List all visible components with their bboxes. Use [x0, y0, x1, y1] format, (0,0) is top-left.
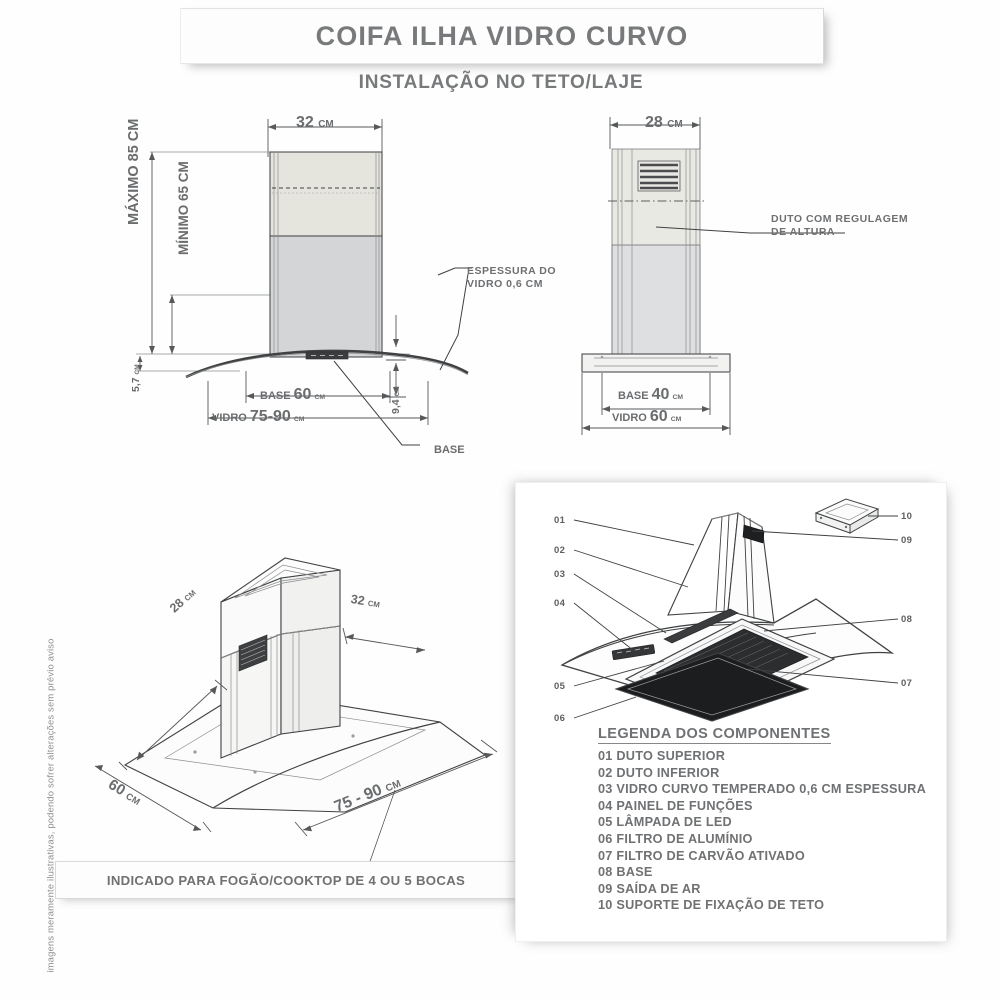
glass-edge-leader-line [439, 273, 469, 371]
dim-width-28 [609, 117, 701, 149]
side-elevation-drawing [581, 117, 845, 435]
legend-item: 05 LÂMPADA DE LED [598, 815, 732, 830]
label-glass-drop-94: 9,4 CM [390, 386, 402, 414]
dim-base-60 [245, 371, 391, 403]
dim-iso-32 [342, 627, 426, 654]
suitability-banner: INDICADO PARA FOGÃO/COOKTOP DE 4 OU 5 BO… [55, 861, 517, 899]
iso-vent-grille [238, 634, 268, 672]
isometric-drawing [94, 557, 498, 871]
legend-item: 10 SUPORTE DE FIXAÇÃO DE TETO [598, 898, 825, 913]
label-base-60: BASE 60 CM [260, 386, 326, 403]
callout-04: 04 [554, 598, 566, 609]
legend-item: 04 PAINEL DE FUNÇÕES [598, 798, 753, 813]
label-side-base-40: BASE 40 CM [618, 386, 684, 403]
dim-iso-28 [136, 679, 228, 761]
label-min-height: MÍNIMO 65 CM [176, 161, 191, 255]
iso-lower-duct-right [280, 625, 341, 735]
exploded-upper-duct [667, 512, 739, 616]
base-leader-line [333, 360, 420, 446]
front-elevation-drawing [136, 119, 472, 446]
callout-07: 07 [901, 678, 913, 689]
title-card: COIFA ILHA VIDRO CURVO [180, 8, 824, 64]
dim-iso-60 [94, 761, 212, 833]
dim-side-base-40 [601, 373, 711, 415]
side-base-plate [581, 353, 731, 373]
label-height-57: 5,7 CM [130, 364, 142, 392]
callout-09: 09 [901, 535, 913, 546]
callout-02: 02 [554, 545, 566, 556]
dim-min-65 [169, 295, 175, 354]
callout-01: 01 [554, 515, 566, 526]
callout-03: 03 [554, 569, 566, 580]
legend-item: 07 FILTRO DE CARVÃO ATIVADO [598, 848, 805, 863]
legend-item: 03 VIDRO CURVO TEMPERADO 0,6 CM ESPESSUR… [598, 782, 926, 797]
exploded-view-drawing [560, 498, 899, 722]
callout-10: 10 [901, 511, 913, 522]
exploded-led-strip [663, 608, 739, 644]
upper-duct [269, 151, 383, 237]
legend-list: 01 DUTO SUPERIOR 02 DUTO INFERIOR 03 VID… [598, 748, 938, 914]
legend-item: 02 DUTO INFERIOR [598, 765, 720, 780]
curved-glass [185, 349, 469, 379]
legend-item: 06 FILTRO DE ALUMÍNIO [598, 831, 753, 846]
dim-width-32 [267, 119, 383, 157]
legend-title: LEGENDA DOS COMPONENTES [598, 726, 831, 744]
watermark-disclaimer: imagens meramente ilustrativas, podendo … [44, 638, 56, 973]
suitability-banner-text: INDICADO PARA FOGÃO/COOKTOP DE 4 OU 5 BO… [106, 872, 466, 888]
control-panel [305, 351, 349, 360]
dim-side-glass-60 [581, 373, 731, 435]
callout-05: 05 [554, 681, 566, 692]
note-glass-thickness: ESPESSURA DO VIDRO 0,6 CM [467, 265, 557, 290]
exploded-air-outlet [742, 524, 765, 544]
dim-glass-75-90 [207, 381, 429, 425]
label-width-28: 28 CM [645, 114, 683, 131]
duct-leader-line [655, 226, 845, 234]
exploded-control-panel [611, 644, 656, 661]
label-max-height: MÁXIMO 85 CM [126, 118, 142, 225]
lower-duct [269, 234, 383, 358]
label-base-callout: BASE [434, 444, 465, 456]
callout-08: 08 [901, 614, 913, 625]
label-width-32: 32 CM [296, 114, 334, 131]
label-glass-75-90: VIDRO 75-90 CM [212, 408, 305, 425]
legend-item: 01 DUTO SUPERIOR [598, 749, 726, 763]
callout-06: 06 [554, 713, 566, 724]
legend-item: 09 SAÍDA DE AR [598, 881, 701, 896]
dim-57 [137, 356, 143, 371]
note-duct-adjustable: DUTO COM REGULAGEM DE ALTURA [771, 213, 909, 238]
dim-94 [386, 315, 406, 398]
legend-card: 01 02 03 04 05 06 10 09 08 07 LEGENDA DO… [515, 482, 947, 942]
legend-item: 08 BASE [598, 865, 653, 880]
label-side-glass-60: VIDRO 60 CM [612, 408, 682, 425]
dim-max-85 [149, 152, 155, 354]
dim-iso-75-90 [294, 739, 498, 837]
page-title: COIFA ILHA VIDRO CURVO [315, 20, 689, 51]
page-subtitle: INSTALAÇÃO NO TETO/LAJE [358, 72, 644, 93]
